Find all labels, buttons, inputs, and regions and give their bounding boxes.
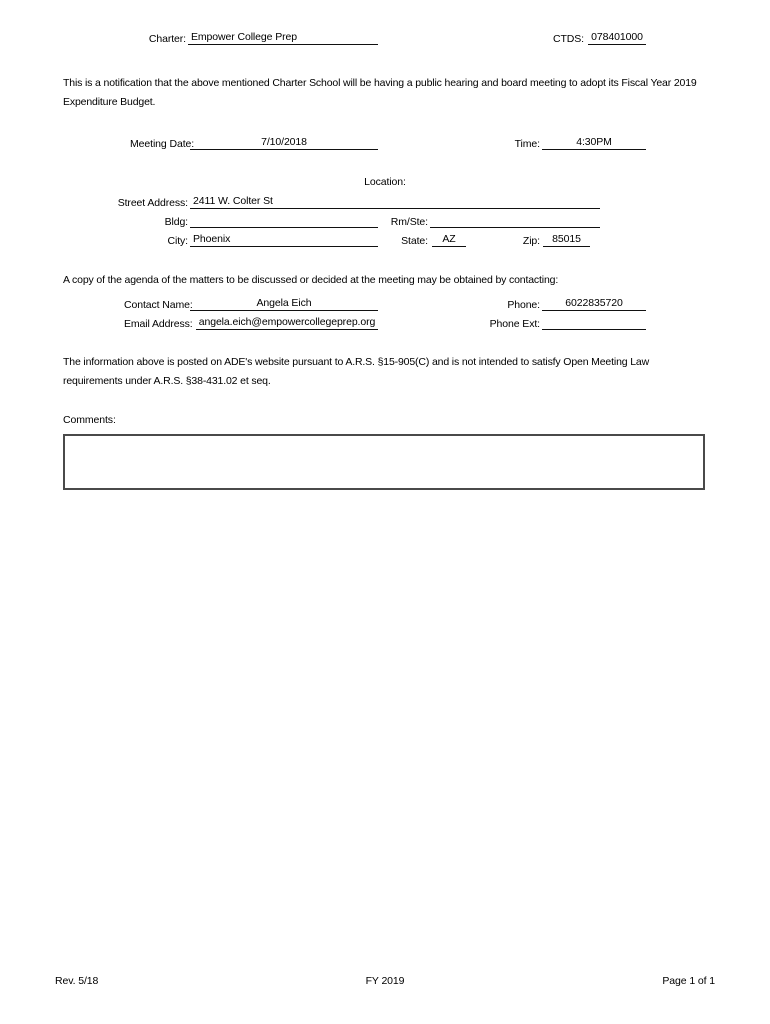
email-address-field[interactable]: angela.eich@empowercollegeprep.org: [196, 315, 378, 330]
contact-name-value: Angela Eich: [256, 297, 312, 309]
street-address-value: 2411 W. Colter St: [193, 195, 273, 207]
email-address-value: angela.eich@empowercollegeprep.org: [198, 316, 376, 328]
footer-page-number: Page 1 of 1: [662, 975, 715, 987]
comments-label: Comments:: [63, 414, 116, 426]
state-field[interactable]: AZ: [432, 232, 466, 247]
meeting-time-field[interactable]: 4:30PM: [542, 135, 646, 150]
phone-value: 6022835720: [565, 297, 623, 309]
meeting-date-field[interactable]: 7/10/2018: [190, 135, 378, 150]
meeting-date-label: Meeting Date:: [130, 138, 195, 150]
phone-ext-label: Phone Ext:: [489, 318, 540, 330]
contact-name-field[interactable]: Angela Eich: [190, 296, 378, 311]
city-value: Phoenix: [193, 233, 231, 245]
phone-field[interactable]: 6022835720: [542, 296, 646, 311]
contact-name-label: Contact Name:: [124, 299, 193, 311]
email-address-label: Email Address:: [124, 318, 193, 330]
meeting-time-value: 4:30PM: [576, 136, 612, 148]
ctds-label: CTDS:: [552, 33, 584, 45]
ctds-field[interactable]: 078401000: [588, 30, 646, 45]
state-value: AZ: [442, 233, 456, 245]
street-address-field[interactable]: 2411 W. Colter St: [190, 194, 600, 209]
charter-label: Charter:: [148, 33, 186, 45]
footer-revision: Rev. 5/18: [55, 975, 99, 987]
charter-value: Empower College Prep: [191, 31, 297, 43]
meeting-date-value: 7/10/2018: [261, 136, 307, 148]
city-field[interactable]: Phoenix: [190, 232, 378, 247]
charter-field[interactable]: Empower College Prep: [188, 30, 378, 45]
comments-input[interactable]: [63, 434, 705, 490]
intro-paragraph: This is a notification that the above me…: [63, 77, 697, 108]
zip-value: 85015: [552, 233, 581, 245]
footer-fiscal-year: FY 2019: [365, 975, 405, 987]
rmste-field[interactable]: [430, 213, 600, 228]
phone-label: Phone:: [507, 299, 540, 311]
city-label: City:: [167, 235, 188, 247]
zip-field[interactable]: 85015: [543, 232, 590, 247]
disclaimer-paragraph: The information above is posted on ADE's…: [63, 356, 650, 387]
ctds-value: 078401000: [591, 31, 643, 43]
street-address-label: Street Address:: [117, 197, 188, 209]
location-heading: Location:: [364, 176, 406, 188]
meeting-time-label: Time:: [514, 138, 540, 150]
agenda-paragraph: A copy of the agenda of the matters to b…: [63, 274, 559, 286]
rmste-label: Rm/Ste:: [390, 216, 428, 228]
bldg-label: Bldg:: [164, 216, 189, 228]
zip-label: Zip:: [522, 235, 540, 247]
phone-ext-field[interactable]: [542, 315, 646, 330]
state-label: State:: [401, 235, 428, 247]
bldg-field[interactable]: [190, 213, 378, 228]
